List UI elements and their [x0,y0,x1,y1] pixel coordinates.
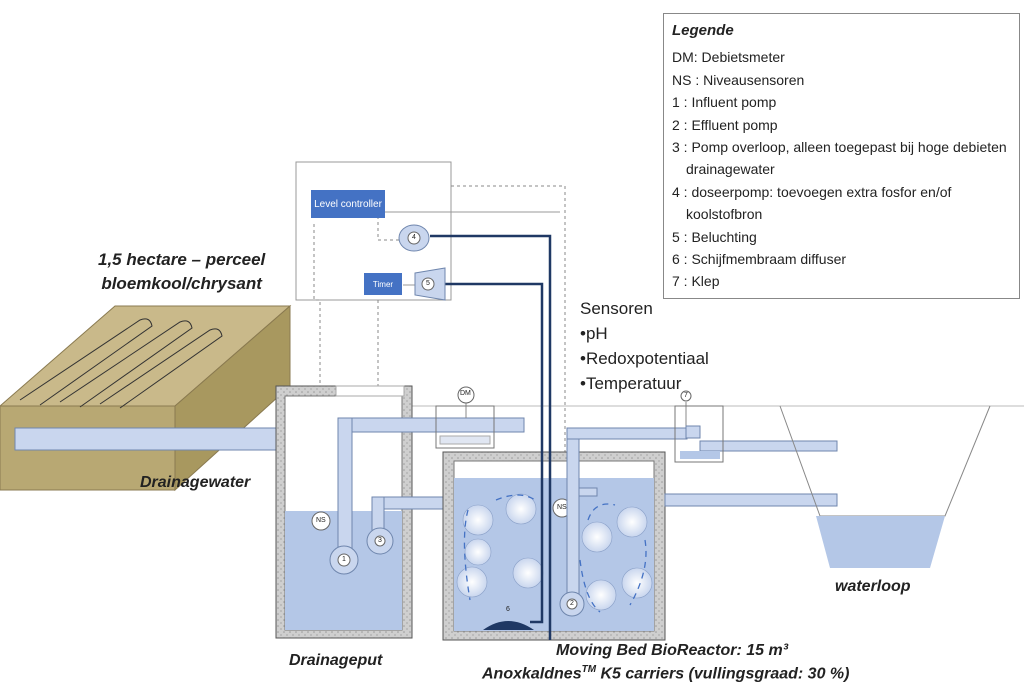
legend-title: Legende [672,22,734,39]
legend-box: Legende DM: Debietsmeter NS : Niveausens… [663,13,1020,299]
field-title: 1,5 hectare – perceel bloemkool/chrysant [98,248,265,296]
field-title-line1: 1,5 hectare – perceel [98,250,266,269]
sensor-item: Temperatuur [580,371,709,396]
timer-box: Timer [364,273,402,295]
legend-item: 1 : Influent pomp [672,94,777,111]
sensors-list: Sensoren pH Redoxpotentiaal Temperatuur [580,296,709,396]
label-waterloop: waterloop [835,578,911,595]
label-drainageput: Drainageput [289,652,383,669]
tag-pump-3: 3 [378,537,382,544]
legend-item: 6 : Schijfmembraam diffuser [672,251,847,268]
carrier-brand: Anoxkaldnes [482,665,582,683]
sensors-title: Sensoren [580,299,653,318]
legend-item: 3 : Pomp overloop, alleen toegepast bij … [672,139,1007,178]
tag-ns-pit: NS [316,517,326,524]
tag-pump-4: 4 [412,234,416,241]
level-controller-box: Level controller [311,190,385,218]
legend-item: 4 : doseerpomp: toevoegen extra fosfor e… [672,183,952,223]
tag-pump-2: 2 [570,600,574,607]
tag-pump-1: 1 [342,556,346,563]
label-carriers: AnoxkaldnesTM K5 carriers (vullingsgraad… [482,664,849,683]
legend-item: 2 : Effluent pomp [672,116,778,133]
disk-diffuser [483,621,534,630]
trademark: TM [581,664,597,675]
label-mbbr: Moving Bed BioReactor: 15 m³ [556,642,789,659]
tag-dm: DM [460,390,471,397]
legend-item: 5 : Beluchting [672,228,757,245]
tag-blower-5: 5 [426,280,430,287]
waterloop-ditch [779,405,991,568]
dm-flow-meter [457,386,475,418]
legend-item: NS : Niveausensoren [672,71,805,88]
sensor-item: pH [580,321,709,346]
legend-item: 7 : Klep [672,273,720,290]
field-title-line2: bloemkool/chrysant [101,274,262,293]
dosing-pump-4 [398,224,430,252]
k5-carriers [456,493,653,611]
field-plot [0,304,306,492]
carrier-spec: K5 carriers (vullingsgraad: 30 %) [596,665,850,683]
label-drainagewater: Drainagewater [140,474,251,491]
legend-item: DM: Debietsmeter [672,49,785,66]
sensor-item: Redoxpotentiaal [580,346,709,371]
tag-ns-reactor: NS [557,504,567,511]
tag-diffuser-6: 6 [506,606,510,613]
